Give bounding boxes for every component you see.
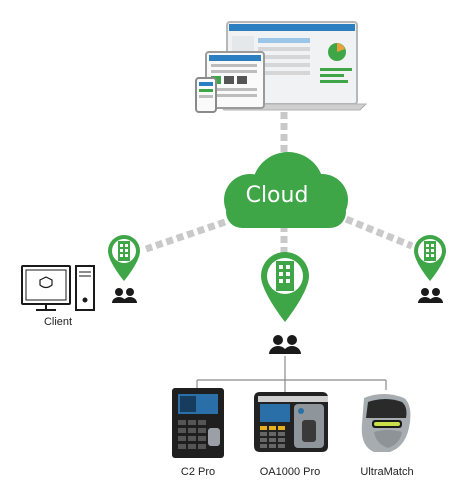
device-label-ultramatch: UltraMatch <box>360 466 414 478</box>
connectors <box>144 112 414 256</box>
software-devices-image <box>195 21 368 113</box>
users-icon-center <box>269 335 301 354</box>
location-pin-center <box>261 252 309 322</box>
location-pin-right <box>414 235 446 281</box>
client-label: Client <box>43 316 73 328</box>
users-icon-left <box>112 288 137 303</box>
cloud-icon <box>224 152 348 228</box>
fingerprint-terminal-icon-c2pro <box>172 388 224 458</box>
device-bracket <box>196 356 387 392</box>
fingerprint-terminal-icon-oa1000pro <box>254 392 328 452</box>
desktop-computer-icon <box>21 265 95 311</box>
location-pin-left <box>108 235 140 281</box>
device-label-c2pro: C2 Pro <box>180 466 216 478</box>
biometric-reader-icon-ultramatch <box>361 394 411 452</box>
users-icon-right <box>418 288 443 303</box>
connector-cloud-right <box>334 211 414 250</box>
cloud-label: Cloud <box>245 183 309 208</box>
device-label-oa1000pro: OA1000 Pro <box>259 466 321 478</box>
connector-cloud-left <box>144 218 227 253</box>
